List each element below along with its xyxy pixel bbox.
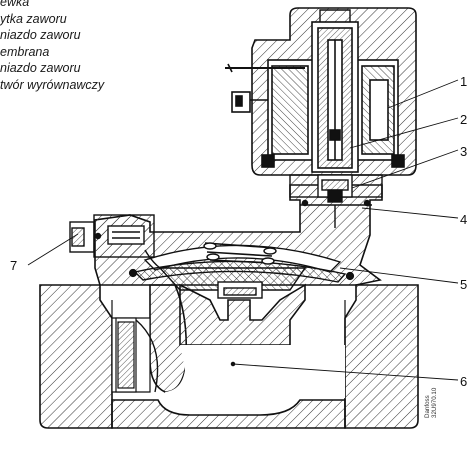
legend-item-coil: ewka <box>0 0 30 9</box>
inlet-screen <box>115 317 159 393</box>
legend-item-valve-seat-pilot: niazdo zaworu <box>0 28 81 43</box>
legend-item-membrane: embrana <box>0 44 50 59</box>
drawing-code: Danfoss 32U970.10 <box>424 358 456 418</box>
callout-7: 7 <box>10 258 17 273</box>
callout-1: 1 <box>460 74 467 89</box>
legend: ewka ytka zaworu niazdo zaworu embrana n… <box>0 0 150 94</box>
callout-leaders <box>27 79 459 381</box>
legend-item-valve-plate: ytka zaworu <box>0 11 67 26</box>
pilot-valve <box>289 174 383 228</box>
callout-numbers: 1 2 3 4 5 6 7 <box>10 74 467 389</box>
drawing-number: 32U970.10 <box>431 387 438 418</box>
drawing-brand: Danfoss <box>424 395 431 418</box>
legend-item-valve-seat-main: niazdo zaworu <box>0 61 81 76</box>
membrane-assembly <box>128 242 355 299</box>
callout-3: 3 <box>460 144 467 159</box>
callout-5: 5 <box>460 277 467 292</box>
callout-6: 6 <box>460 374 467 389</box>
drawing-code-text: Danfoss 32U970.10 <box>424 388 438 418</box>
callout-2: 2 <box>460 112 467 127</box>
coil-housing <box>225 7 417 176</box>
callout-4: 4 <box>460 212 467 227</box>
legend-item-equalizing-hole: twór wyrównawczy <box>0 77 105 92</box>
